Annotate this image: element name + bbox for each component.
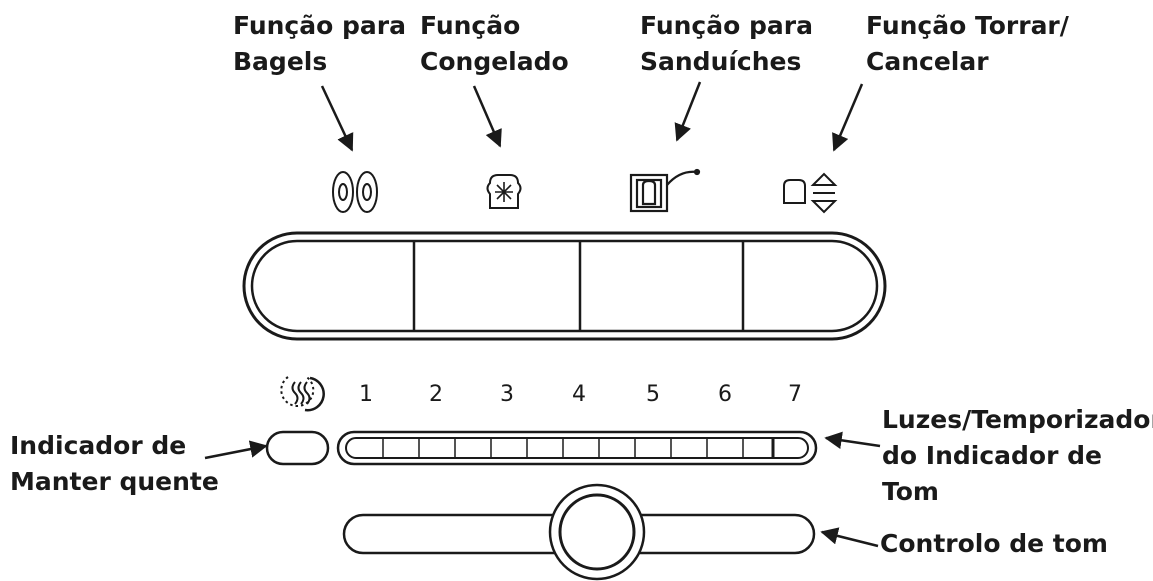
- shade-level-5: 5: [646, 382, 660, 407]
- keep-warm-indicator: [265, 430, 330, 466]
- toast-cancel-arrow: [832, 83, 864, 152]
- shade-indicator-lights: [336, 430, 818, 466]
- keep-warm-indicator-label: Indicador de Manter quente: [10, 431, 219, 496]
- sandwich-button[interactable]: [580, 241, 743, 331]
- sandwich-cage-icon: [629, 168, 701, 213]
- leader-arrows: [204, 81, 881, 548]
- frozen-function-label: Função Congelado: [420, 11, 569, 76]
- shade-level-3: 3: [500, 382, 514, 407]
- sandwich-arrow: [674, 81, 702, 142]
- toast-cancel-button[interactable]: [743, 241, 877, 331]
- shade-lights-arrow: [824, 431, 881, 449]
- shade-level-7: 7: [788, 382, 802, 407]
- toast-cancel-function-label: Função Torrar/ Cancelar: [866, 11, 1069, 76]
- sandwich-function-label: Função para Sanduíches: [640, 11, 813, 76]
- toast-up-down-icon: [783, 172, 838, 214]
- shade-control-knob[interactable]: [548, 483, 646, 581]
- function-button-strip: [242, 231, 887, 341]
- frozen-arrow: [472, 85, 502, 148]
- steam-icon: [280, 375, 325, 412]
- shade-level-4: 4: [572, 382, 586, 407]
- shade-level-2: 2: [429, 382, 443, 407]
- shade-level-6: 6: [718, 382, 732, 407]
- keep-warm-arrow: [204, 440, 268, 460]
- shade-control-arrow: [820, 527, 879, 548]
- shade-level-1: 1: [359, 382, 373, 407]
- shade-control-label: Controlo de tom: [880, 529, 1108, 558]
- shade-lights-label: Luzes/Temporizador do Indicador de Tom: [882, 405, 1153, 506]
- bagel-arrow: [320, 85, 354, 152]
- frozen-button[interactable]: [414, 241, 580, 331]
- bagel-icon: [332, 171, 378, 213]
- bagel-button[interactable]: [252, 241, 414, 331]
- snowflake-toast-icon: [486, 174, 522, 209]
- bagel-function-label: Função para Bagels: [233, 11, 406, 76]
